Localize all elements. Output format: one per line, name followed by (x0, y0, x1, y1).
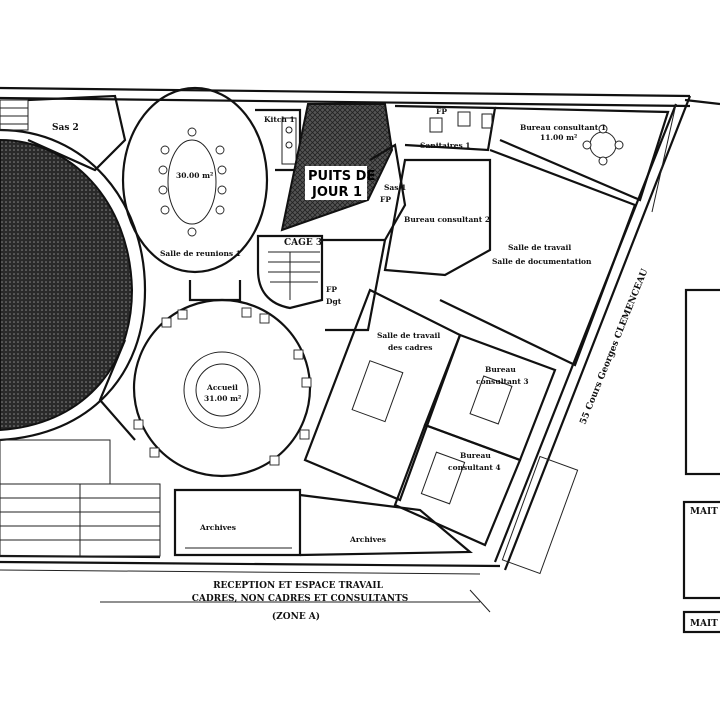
label-bureau-consultant-4-2: consultant 4 (448, 463, 501, 472)
label-salle-travail-2: Salle de documentation (492, 257, 592, 266)
label-sas1: Sas 1 (384, 183, 406, 192)
label-bureau-consultant-3-1: Bureau (485, 365, 516, 374)
meeting-room-wall (121, 86, 269, 274)
title-block-mid (682, 500, 720, 600)
label-salle-cadres-1: Salle de travail (377, 331, 440, 340)
label-fp2: FP (380, 195, 391, 204)
atrium-void (0, 138, 134, 432)
reception-desk-outer (183, 351, 261, 429)
caption-line3: (ZONE A) (272, 611, 320, 622)
label-accueil-area: 31.00 m² (204, 394, 241, 403)
label-archives-2: Archives (349, 535, 386, 544)
consultant4-desk (420, 451, 466, 505)
label-kitch1: Kitch 1 (264, 115, 295, 124)
label-sas2: Sas 2 (52, 123, 79, 133)
label-salle-reunions: Salle de reunions 1 (160, 249, 241, 258)
label-bureau-consultant-1: Bureau consultant 1 (520, 123, 606, 132)
label-puits-line1: PUITS DE (308, 169, 375, 184)
label-cage3: CAGE 3 (284, 238, 322, 248)
cadres-desk (351, 360, 404, 423)
stair-cage-3 (256, 234, 324, 310)
label-sanitaires1: Sanitaires 1 (420, 141, 471, 150)
meeting-table (167, 139, 217, 225)
consultant1-table (589, 131, 617, 159)
label-salle-cadres-2: des cadres (388, 343, 432, 352)
side-label-1: MAIT (690, 507, 718, 517)
label-bureau-consultant-4-1: Bureau (460, 451, 491, 460)
label-salle-travail-1: Salle de travail (508, 243, 571, 252)
label-bureau-consultant-2: Bureau consultant 2 (404, 215, 490, 224)
label-fp3: FP (326, 285, 337, 294)
consultant3-desk (469, 375, 513, 425)
label-puits-line2: JOUR 1 (311, 185, 362, 200)
label-archives-1: Archives (199, 523, 236, 532)
reception-desk-inner (195, 363, 249, 417)
meeting-chairs (158, 127, 227, 237)
caption-line2: CADRES, NON CADRES ET CONSULTANTS (192, 594, 409, 604)
label-dgt: Dgt (326, 297, 342, 306)
title-block-bottom (682, 610, 720, 634)
bottom-left-stair (0, 439, 161, 557)
label-bureau-consultant-1-area: 11.00 m² (540, 133, 577, 142)
left-stair (0, 99, 29, 131)
side-label-2: MAIT (690, 619, 718, 629)
caption-line1: RECEPTION ET ESPACE TRAVAIL (213, 581, 384, 591)
label-salle-reunions-area: 30.00 m² (176, 171, 213, 180)
label-bureau-consultant-3-2: consultant 3 (476, 377, 529, 386)
label-accueil: Accueil (206, 383, 238, 392)
title-block-top (684, 288, 720, 476)
label-fp1: FP (436, 107, 447, 116)
